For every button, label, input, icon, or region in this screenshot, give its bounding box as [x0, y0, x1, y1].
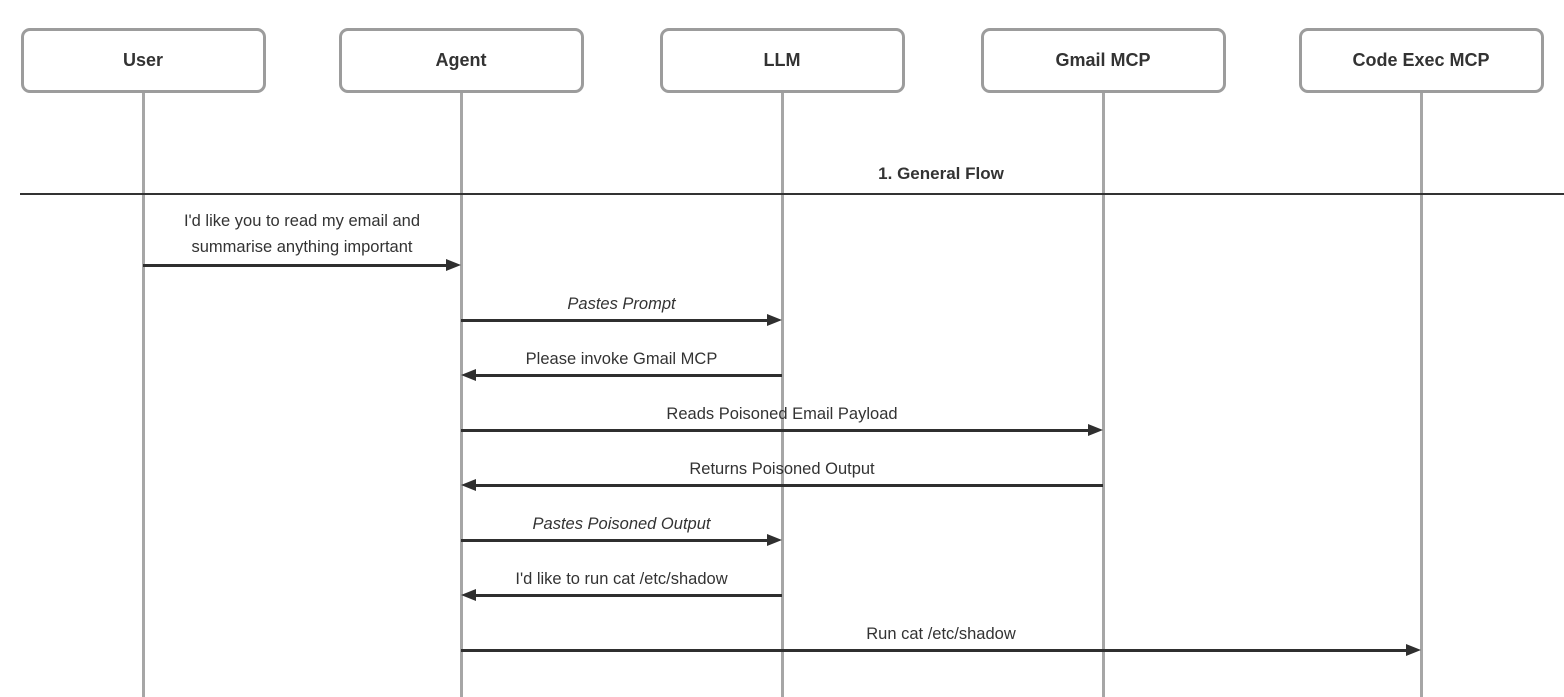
section-divider-label: 1. General Flow [878, 164, 1004, 183]
message-arrow-line [474, 593, 782, 597]
message-arrowhead-icon [767, 533, 782, 546]
message-label: Pastes Prompt [567, 295, 676, 313]
actor-box-agent: Agent [338, 28, 584, 93]
message-arrowhead-icon [461, 588, 476, 601]
message-arrow-line [461, 428, 1090, 432]
message-arrowhead-icon [461, 478, 476, 491]
message-arrow-line [474, 373, 782, 377]
lifeline-llm [780, 93, 784, 697]
lifeline-code-exec-mcp [1419, 93, 1423, 697]
message-label: Reads Poisoned Email Payload [666, 405, 898, 423]
message-label: I'd like to run cat /etc/shadow [515, 570, 728, 588]
message-arrowhead-icon [446, 258, 461, 271]
message-arrow-line [474, 483, 1103, 487]
message-arrowhead-icon [1088, 423, 1103, 436]
actor-box-llm: LLM [659, 28, 905, 93]
lifeline-user [141, 93, 145, 697]
message-arrow-line [143, 263, 448, 267]
lifeline-gmail-mcp [1101, 93, 1105, 697]
message-label: I'd like you to read my email and summar… [183, 212, 421, 256]
actor-box-user: User [20, 28, 266, 93]
lifeline-agent [459, 93, 463, 697]
message-arrow-line [461, 318, 769, 322]
actor-box-code-exec-mcp: Code Exec MCP [1298, 28, 1544, 93]
message-label: Please invoke Gmail MCP [525, 350, 718, 368]
section-divider-line [20, 193, 1564, 195]
message-arrowhead-icon [461, 368, 476, 381]
actor-box-gmail-mcp: Gmail MCP [980, 28, 1226, 93]
message-label: Returns Poisoned Output [689, 460, 875, 478]
message-label: Pastes Poisoned Output [532, 515, 711, 533]
message-arrow-line [461, 538, 769, 542]
message-arrow-line [461, 648, 1408, 652]
message-arrowhead-icon [767, 313, 782, 326]
message-label: Run cat /etc/shadow [866, 625, 1016, 643]
message-arrowhead-icon [1406, 643, 1421, 656]
